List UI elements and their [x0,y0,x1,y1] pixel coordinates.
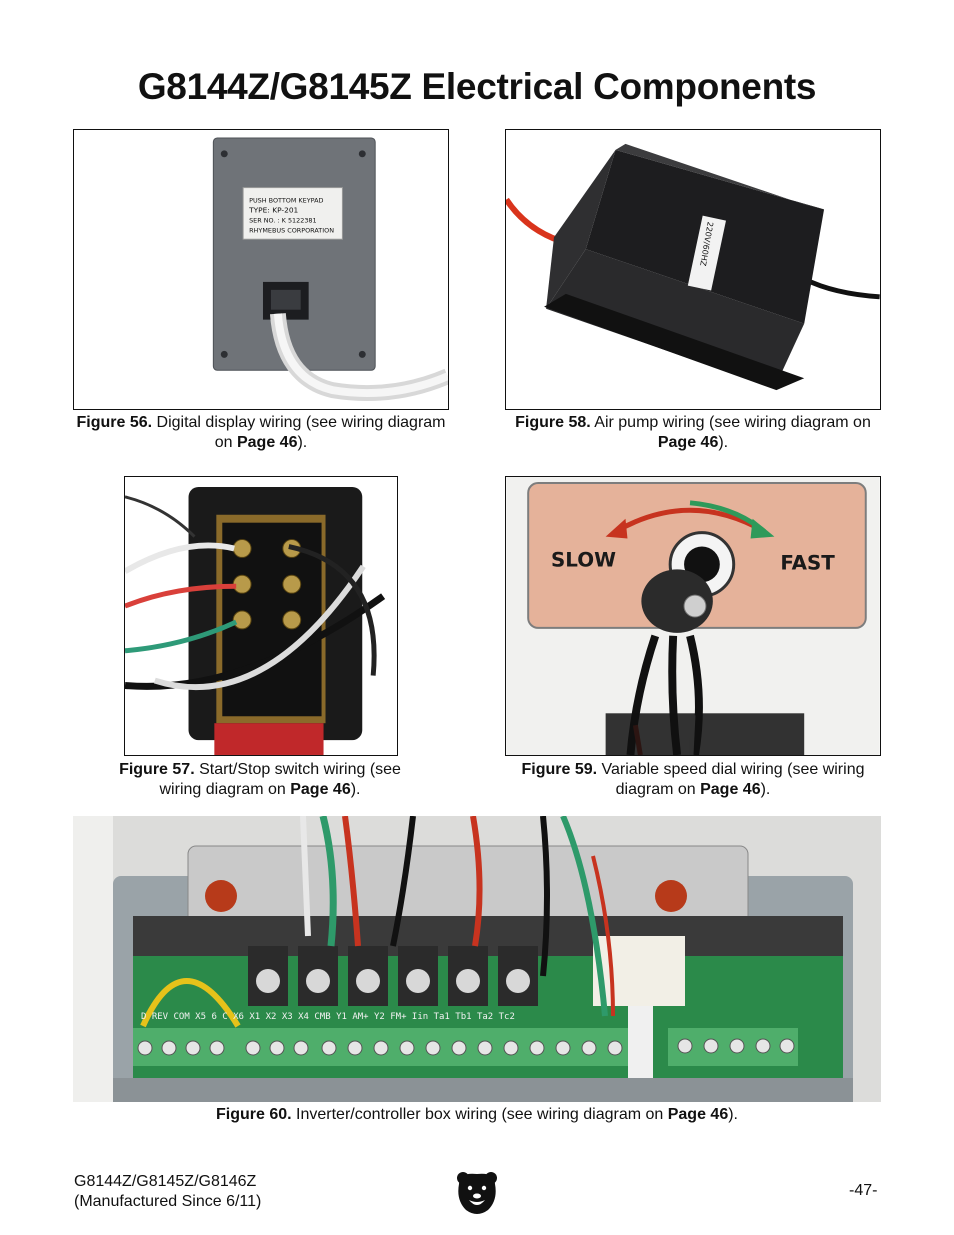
figure-56-page-ref: Page 46 [236,434,298,451]
bear-logo-icon [457,1172,497,1214]
figure-59-photo: SLOW FAST [505,476,881,756]
figure-60-page-ref: Page 46 [667,1106,729,1123]
footer-model-info: G8144Z/G8145Z/G8146Z (Manufactured Since… [74,1172,261,1212]
switch-photo [125,477,397,755]
figure-56-caption: Figure 56. Digital display wiring (see w… [76,414,446,451]
figure-57-photo [124,476,398,756]
figure-58-page-ref: Page 46 [657,434,719,451]
dial-slow-label: SLOW [551,548,616,571]
figure-59-caption: Figure 59. Variable speed dial wiring (s… [521,761,865,798]
figure-58-number: Figure 58. [515,414,591,431]
figure-59-page-ref: Page 46 [700,781,761,798]
figure-58-photo: 220V/60HZ [505,129,881,410]
figure-58-caption: Figure 58. Air pump wiring (see wiring d… [515,414,871,451]
figure-57-number: Figure 57. [119,761,195,778]
figure-56-photo: PUSH BOTTOM KEYPAD TYPE: KP-201 SER NO. … [73,129,449,410]
speed-dial-photo: SLOW FAST [506,477,880,755]
keypad-label-line4: RHYMEBUS CORPORATION [249,226,334,234]
keypad-label-line2: TYPE: KP-201 [248,205,298,214]
inverter-terminal-labels: D REV COM X5 6 C X6 X1 X2 X3 X4 CMB Y1 A… [141,1012,515,1022]
inverter-photo: D REV COM X5 6 C X6 X1 X2 X3 X4 CMB Y1 A… [73,816,881,1102]
figure-60-photo: D REV COM X5 6 C X6 X1 X2 X3 X4 CMB Y1 A… [73,816,881,1102]
page-title: G8144Z/G8145Z Electrical Components [137,66,817,107]
dial-fast-label: FAST [780,551,835,574]
figure-59-number: Figure 59. [521,761,598,778]
figure-56-number: Figure 56. [76,414,153,431]
footer-model: G8144Z/G8145Z/G8146Z [74,1173,257,1190]
figure-60-caption: Figure 60. Inverter/controller box wirin… [216,1106,738,1123]
figure-60-number: Figure 60. [216,1106,292,1123]
footer-manufactured: (Manufactured Since 6/11) [74,1193,262,1210]
figure-57-page-ref: Page 46 [290,781,351,798]
air-pump-photo: 220V/60HZ [506,130,880,409]
page-number: -47- [849,1182,878,1199]
figure-57-caption: Figure 57. Start/Stop switch wiring (see… [119,761,401,798]
keypad-photo: PUSH BOTTOM KEYPAD TYPE: KP-201 SER NO. … [74,130,448,409]
keypad-label-line1: PUSH BOTTOM KEYPAD [249,196,323,204]
keypad-label-line3: SER NO. : K 5122381 [249,216,317,224]
